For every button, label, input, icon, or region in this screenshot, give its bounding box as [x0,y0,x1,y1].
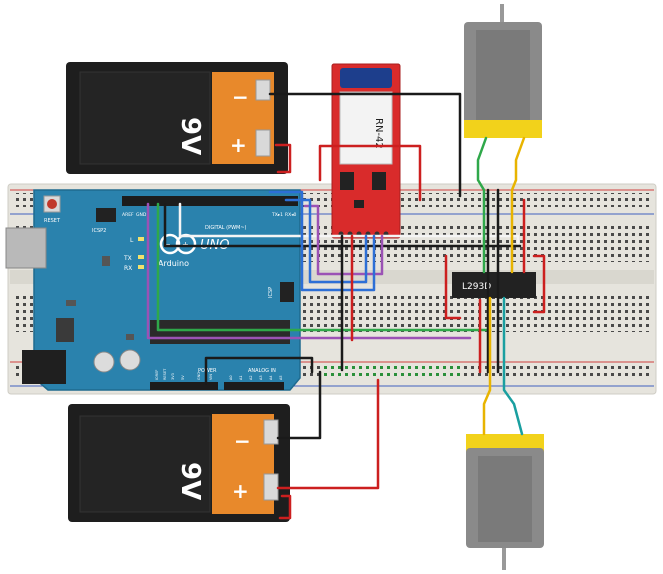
icsp-header [280,282,294,302]
a5-label: A5 [279,375,283,380]
icsp-label: ICSP [268,287,274,298]
reset-label: RESET [44,218,61,224]
wire-red-driver-right [532,254,546,314]
motor-bottom [466,434,544,570]
wire-purple-long [146,202,472,340]
wire-yellow-motor-top [510,136,526,274]
power-label: POWER [198,368,217,374]
wire-red-driver-left [444,254,462,320]
rx0-label: RX◂0 [285,212,296,218]
analog-header [224,382,284,390]
vin-label: VIN [209,374,213,380]
ioref-label: IOREF [155,370,159,380]
icsp2-label: ICSP2 [92,228,106,234]
power-header [150,382,218,390]
wire-teal-motor-bottom [502,296,524,436]
rn42-chip [339,91,393,165]
v33-label: 3V3 [171,373,175,380]
battery-bottom-voltage: 9V [175,462,205,500]
wire-black-long [163,202,522,248]
wire-black-top-battery [268,92,462,198]
wire-purple-2 [303,204,384,276]
a2-label: A2 [249,375,253,380]
antenna [340,68,392,88]
bluetooth-module: RN-42 [331,63,401,239]
wire-blue-2 [284,198,368,284]
l293d-driver: L293D [452,272,536,298]
svg-text:+: + [182,240,189,249]
wire-red-bottom-battery-2 [278,494,292,520]
battery-top-minus: − [232,85,249,109]
wire-black-bottom-battery [276,370,322,440]
digital-header [122,196,298,206]
icsp2-header [96,208,116,222]
motor-top [464,4,542,138]
a1-label: A1 [239,375,243,380]
gnd2-label: GND [197,372,201,380]
voltage-regulator [56,318,74,342]
wire-black-arduino-gnd [204,356,314,386]
analog-label: ANALOG IN [248,368,276,374]
led-tx-label: TX [123,255,132,262]
bluetooth-label: RN-42 [373,118,384,149]
battery-top-plus: + [230,133,247,157]
reset2-label: RESET [163,368,167,380]
arduino-uno-board: RESET ICSP2 AREF GND DIGITAL (PWM~) TX▸1… [5,189,301,391]
wire-blue-1 [268,190,376,292]
wire-red-bottom-battery [276,378,380,490]
tx1-label: TX▸1 [271,212,283,218]
wire-green-long [156,202,492,332]
capacitor-2 [119,349,141,371]
a0-label: A0 [229,375,233,380]
wire-red-top-battery [274,143,292,174]
wire-red-top-battery-2 [318,144,422,202]
svg-text:−: − [164,240,171,249]
power-jack [22,350,66,384]
aref-label: AREF [122,212,134,218]
battery-bottom: 9V − + [68,404,290,522]
wire-yellow-motor-bottom [482,296,492,436]
arduino-brand: Arduino [158,259,189,268]
v5-label: 5V [181,375,185,380]
wire-green-motor-top [476,136,488,274]
battery-top: 9V − + [66,62,288,174]
wires [146,92,546,520]
digital-label: DIGITAL (PWM~) [205,225,247,231]
driver-label: L293D [462,282,491,292]
battery-bottom-plus: + [232,479,249,503]
wire-white-long [178,202,520,246]
capacitor-1 [93,351,115,373]
battery-top-voltage: 9V [175,117,205,155]
gnd-label: GND [136,212,147,218]
usb-connector [5,227,47,269]
led-rx-label: RX [124,265,132,272]
a3-label: A3 [259,375,263,380]
led-l-label: L [130,237,134,244]
battery-bottom-minus: − [234,429,251,453]
a4-label: A4 [269,375,273,380]
atmega-chip [150,320,290,344]
